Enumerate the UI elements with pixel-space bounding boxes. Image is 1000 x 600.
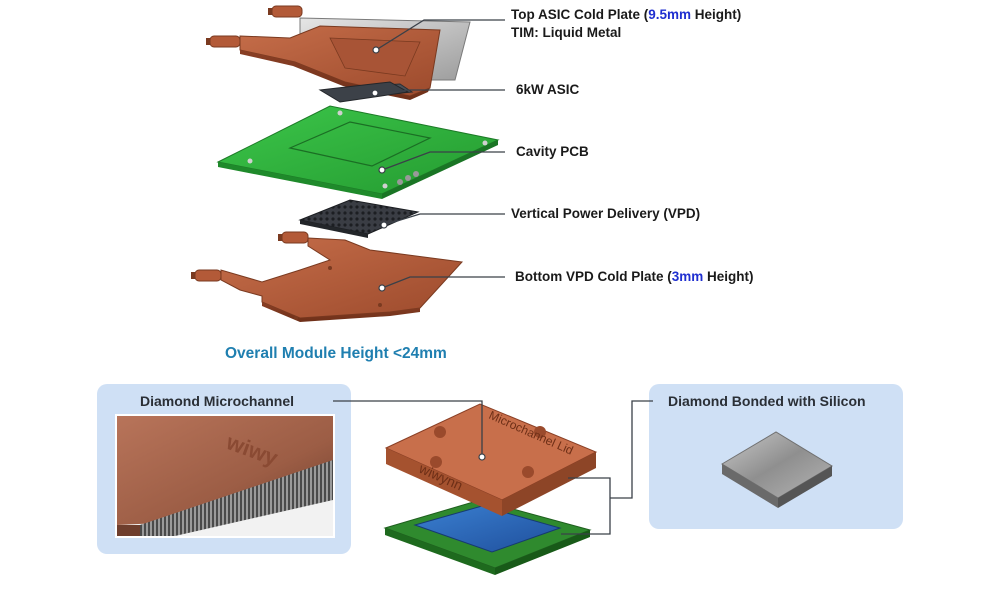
top-asic-cold-plate — [206, 5, 471, 100]
overall-module-height: Overall Module Height <24mm — [225, 345, 447, 362]
label-asic: 6kW ASIC — [516, 82, 580, 97]
leader-lines-bottom — [333, 400, 653, 535]
label-bottom-plate-prefix: Bottom VPD Cold Plate ( — [515, 269, 672, 284]
label-top-plate-height: 9.5mm — [648, 7, 692, 22]
microchannel-photo: wiwy — [115, 414, 335, 538]
diamond-silicon-die — [721, 431, 833, 508]
label-tim: TIM: Liquid Metal — [511, 25, 622, 40]
bottom-plate-fittings — [191, 231, 309, 282]
bottom-vpd-cold-plate — [191, 231, 464, 322]
label-bottom-plate-suffix: Height) — [703, 269, 754, 284]
label-vpd: Vertical Power Delivery (VPD) — [511, 206, 701, 221]
vpd-module — [298, 199, 420, 238]
microchannel-lid: Microchannel Lid wiwynn — [384, 403, 598, 516]
label-cavity-pcb: Cavity PCB — [516, 144, 589, 159]
leader-dot-lid — [478, 453, 486, 461]
label-bottom-vpd-cold-plate: Bottom VPD Cold Plate (3mm Height) — [515, 268, 754, 286]
label-top-plate-suffix: Height) — [691, 7, 742, 22]
panel-title-diamond-bonded: Diamond Bonded with Silicon — [668, 393, 866, 409]
asic-die — [318, 81, 414, 103]
top-plate-fittings — [206, 5, 303, 48]
leader-lines-top — [374, 19, 505, 289]
label-top-asic-cold-plate: Top ASIC Cold Plate (9.5mm Height) — [511, 6, 741, 24]
label-top-plate-prefix: Top ASIC Cold Plate ( — [511, 7, 649, 22]
cavity-pcb — [216, 105, 500, 199]
panel-title-microchannel: Diamond Microchannel — [140, 393, 295, 409]
label-bottom-plate-height: 3mm — [671, 269, 704, 284]
chip-assembly: Microchannel Lid wiwynn — [383, 403, 598, 575]
leader-dots-top — [371, 46, 388, 292]
